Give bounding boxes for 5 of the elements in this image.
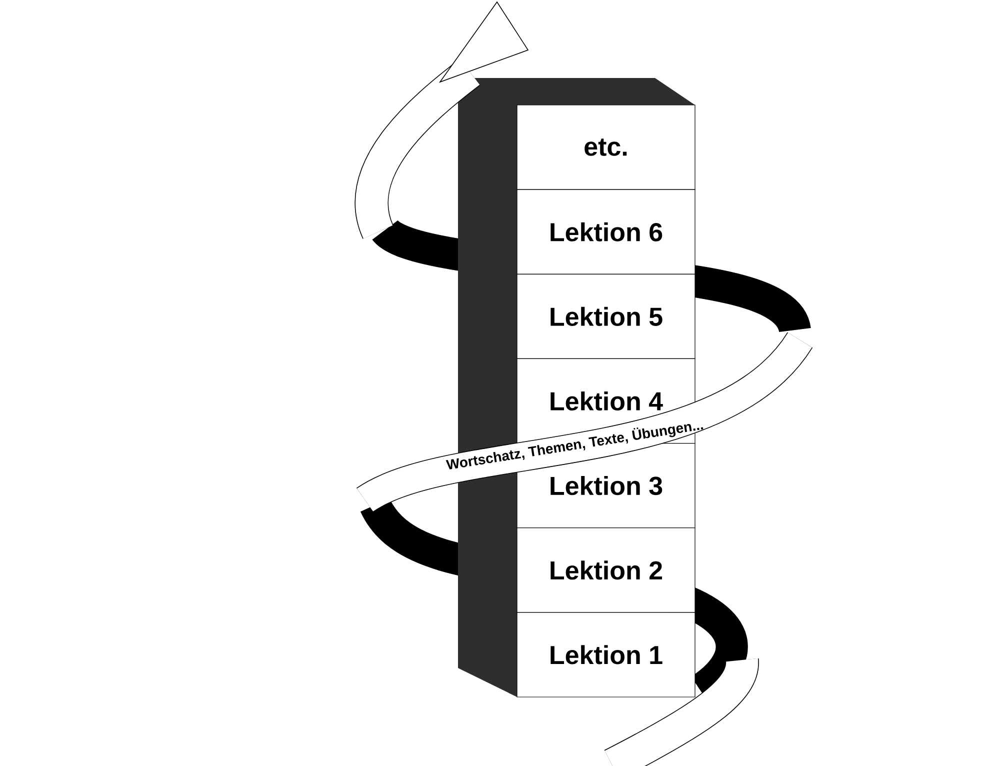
- lesson-box: etc.: [516, 104, 696, 190]
- lesson-box: Lektion 6: [516, 189, 696, 274]
- lesson-box: Lektion 1: [516, 612, 696, 698]
- lesson-box: Lektion 2: [516, 528, 696, 613]
- lesson-box: Lektion 5: [516, 274, 696, 360]
